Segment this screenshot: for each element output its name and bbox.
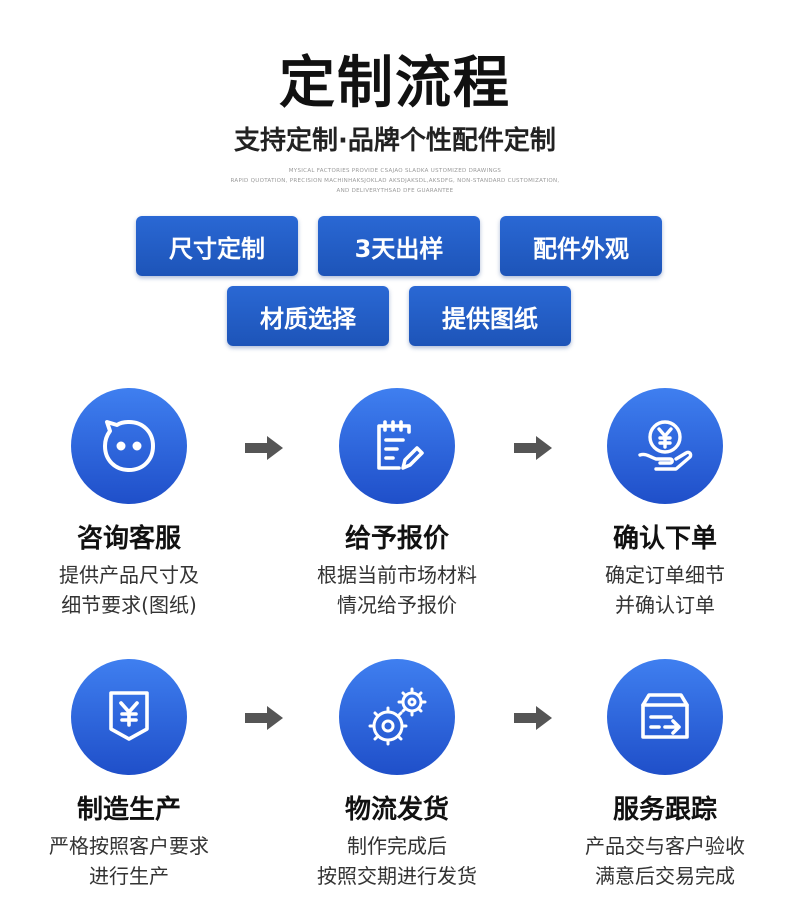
step-desc-ship: 制作完成后 按照交期进行发货 — [277, 831, 517, 891]
step-desc-produce: 严格按照客户要求 进行生产 — [9, 831, 249, 891]
fineprint-line: AND DELIVERYTHSAD DFE GUARANTEE — [336, 188, 454, 194]
page-subtitle: 支持定制·品牌个性配件定制 — [234, 126, 556, 156]
fineprint-line: RAPID QUOTATION, PRECISION MACHINHAKSJOK… — [230, 178, 560, 184]
chat-face-icon — [71, 388, 187, 504]
step-desc-line: 严格按照客户要求 — [49, 834, 209, 858]
delivery-box-icon — [607, 659, 723, 775]
step-title-consult: 咨询客服 — [76, 524, 181, 554]
step-desc-line: 细节要求(图纸) — [61, 593, 197, 617]
page-title: 定制流程 — [279, 51, 511, 116]
tag-size-custom: 尺寸定制 — [136, 216, 298, 276]
step-desc-quote: 根据当前市场材料 情况给予报价 — [277, 560, 517, 620]
gears-icon — [339, 659, 455, 775]
tag-appearance: 配件外观 — [500, 216, 662, 276]
tag-material: 材质选择 — [227, 286, 389, 346]
fineprint-text: MYSICAL FACTORIES PROVIDE CSAJAO SLADKA … — [220, 166, 570, 196]
clipboard-pen-icon — [339, 388, 455, 504]
step-desc-line: 确定订单细节 — [605, 563, 725, 587]
yen-coin-hand-icon — [607, 388, 723, 504]
step-desc-line: 情况给予报价 — [337, 593, 457, 617]
step-desc-order: 确定订单细节 并确认订单 — [545, 560, 785, 620]
arrow-right-icon — [245, 706, 283, 730]
step-desc-line: 满意后交易完成 — [595, 864, 735, 888]
arrow-right-icon — [514, 436, 552, 460]
tag-3day-sample: 3天出样 — [318, 216, 480, 276]
fineprint-line: MYSICAL FACTORIES PROVIDE CSAJAO SLADKA … — [288, 168, 502, 174]
step-desc-line: 根据当前市场材料 — [317, 563, 477, 587]
step-desc-consult: 提供产品尺寸及 细节要求(图纸) — [9, 560, 249, 620]
step-desc-service: 产品交与客户验收 满意后交易完成 — [545, 831, 785, 891]
step-desc-line: 按照交期进行发货 — [317, 864, 477, 888]
yen-box-icon — [71, 659, 187, 775]
step-title-quote: 给予报价 — [344, 524, 449, 554]
step-desc-line: 并确认订单 — [615, 593, 715, 617]
step-desc-line: 进行生产 — [89, 864, 169, 888]
arrow-right-icon — [514, 706, 552, 730]
step-title-produce: 制造生产 — [76, 795, 181, 825]
arrow-right-icon — [245, 436, 283, 460]
tag-drawings: 提供图纸 — [409, 286, 571, 346]
step-title-order: 确认下单 — [612, 524, 717, 554]
step-desc-line: 制作完成后 — [347, 834, 447, 858]
step-title-ship: 物流发货 — [344, 795, 449, 825]
step-desc-line: 提供产品尺寸及 — [59, 563, 199, 587]
step-desc-line: 产品交与客户验收 — [585, 834, 745, 858]
step-title-service: 服务跟踪 — [612, 795, 717, 825]
